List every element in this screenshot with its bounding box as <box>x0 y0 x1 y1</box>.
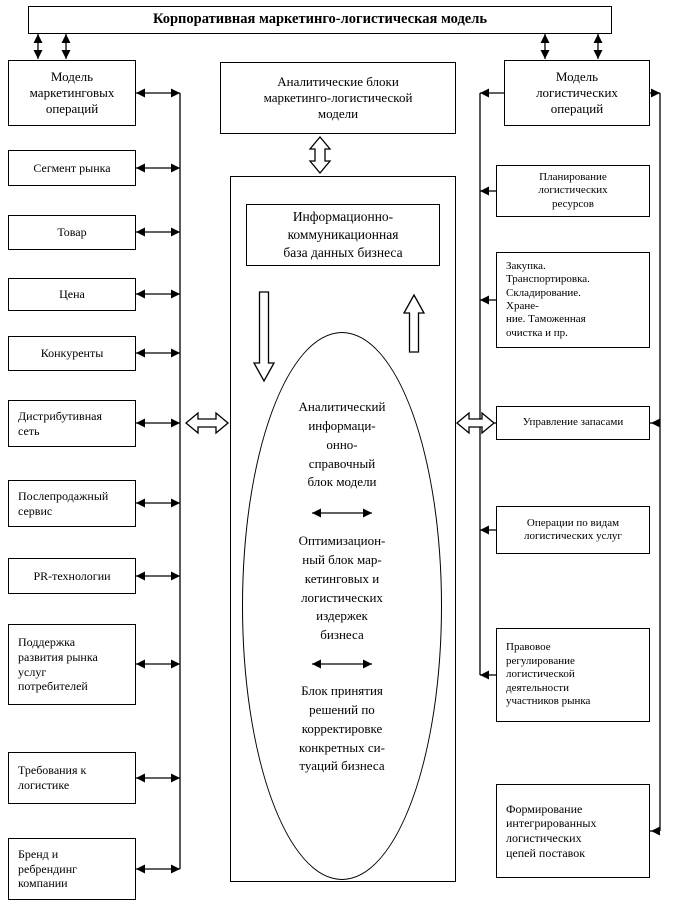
box-logistics-service-operations: Операции по видам логистических услуг <box>496 506 650 554</box>
diagram-title: Корпоративная маркетинго-логистическая м… <box>28 6 612 34</box>
hollow-right-double-arrow <box>455 411 496 435</box>
hollow-left-double-arrow <box>184 411 230 435</box>
right-column-header: Модель логистических операций <box>504 60 650 126</box>
box-inventory-management: Управление запасами <box>496 406 650 440</box>
box-pr-technologies: PR-технологии <box>8 558 136 594</box>
box-consumer-market-support: Поддержка развития рынка услуг потребите… <box>8 624 136 705</box>
box-price: Цена <box>8 278 136 311</box>
box-competitors: Конкуренты <box>8 336 136 371</box>
box-legal-regulation: Правовое регулирование логистической дея… <box>496 628 650 722</box>
box-brand-rebranding: Бренд и ребрендинг компании <box>8 838 136 900</box>
left-column-header: Модель маркетинговых операций <box>8 60 136 126</box>
box-aftersales-service: Послепродажный сервис <box>8 480 136 527</box>
block-analytical-reference: Аналитический информаци- онно- справочны… <box>298 399 386 490</box>
box-market-segment: Сегмент рынка <box>8 150 136 186</box>
block-optimization-costs: Оптимизацион- ный блок мар- кетинговых и… <box>298 533 386 643</box>
box-logistics-resource-planning: Планирование логистических ресурсов <box>496 165 650 217</box>
box-information-database: Информационно- коммуникационная база дан… <box>246 204 440 266</box>
box-integrated-supply-chains: Формирование интегрированных логистическ… <box>496 784 650 878</box>
box-analytical-blocks-header: Аналитические блоки маркетинго-логистиче… <box>220 62 456 134</box>
block-decision-making: Блок принятия решений по корректировке к… <box>299 683 385 774</box>
title-to-headers-arrows <box>33 34 603 59</box>
hollow-vertical-double-arrow <box>308 135 332 175</box>
analytical-core-ellipse <box>242 332 442 880</box>
box-procurement-transport-warehousing: Закупка. Транспортировка. Складирование.… <box>496 252 650 348</box>
box-logistics-requirements: Требования к логистике <box>8 752 136 804</box>
box-distribution-network: Дистрибутивная сеть <box>8 400 136 447</box>
box-product: Товар <box>8 215 136 250</box>
left-box-connectors <box>136 88 180 874</box>
